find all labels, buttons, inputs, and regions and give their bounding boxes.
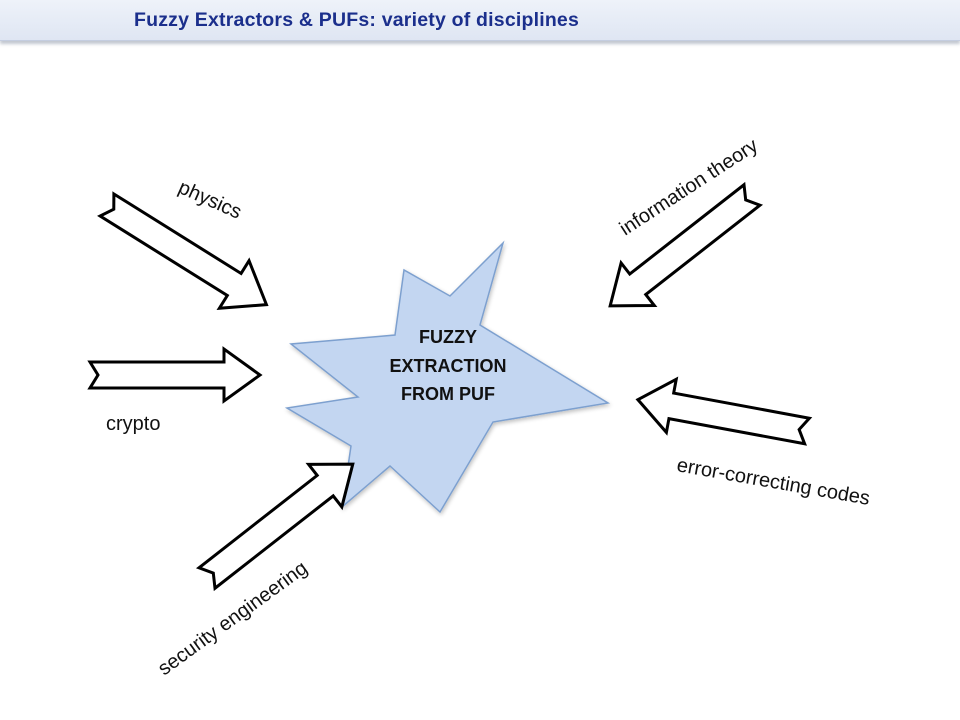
crypto-arrow — [87, 346, 263, 404]
label-physics: physics — [175, 176, 245, 223]
label-crypto: crypto — [106, 413, 160, 435]
center-label-line2: EXTRACTION — [390, 356, 507, 376]
security-engineering-arrow — [195, 462, 355, 592]
information-theory-arrow — [608, 181, 764, 308]
slide-title: Fuzzy Extractors & PUFs: variety of disc… — [134, 9, 580, 31]
label-error-correcting-codes: error-correcting codes — [675, 454, 871, 510]
title-bar: Fuzzy Extractors & PUFs: variety of disc… — [0, 0, 960, 41]
center-label-line1: FUZZY — [419, 327, 477, 347]
center-starburst — [284, 240, 611, 514]
center-label-line3: FROM PUF — [401, 384, 495, 404]
physics-arrow — [97, 191, 269, 310]
error-correcting-codes-arrow — [635, 376, 813, 446]
